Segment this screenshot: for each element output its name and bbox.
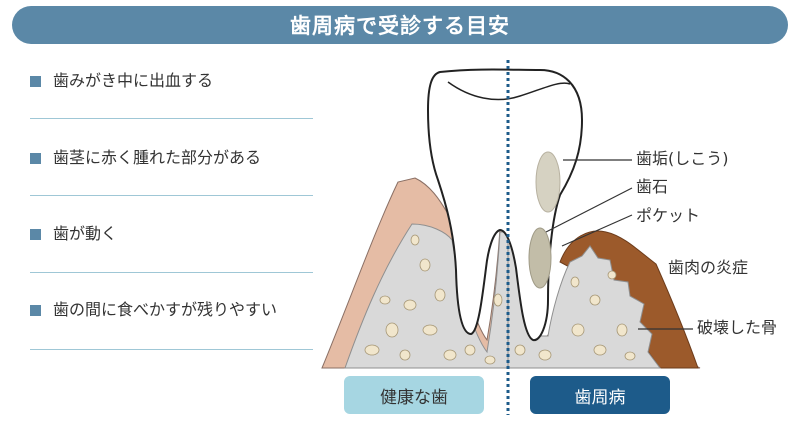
label-pocket: ポケット — [636, 206, 701, 225]
title-banner: 歯周病で受診する目安 — [12, 6, 788, 44]
label-gum-inflammation: 歯肉の炎症 — [668, 258, 749, 277]
periodontal-disease-text: 歯周病 — [574, 387, 626, 408]
symptom-item: 歯茎に赤く腫れた部分がある — [30, 148, 261, 168]
label-tartar: 歯石 — [636, 177, 669, 196]
symptom-item: 歯みがき中に出血する — [30, 71, 213, 91]
symptom-divider — [30, 349, 313, 350]
plaque-deposit — [535, 151, 561, 213]
periodontal-disease-label: 歯周病 — [530, 376, 670, 414]
leader-lines — [545, 159, 693, 330]
tartar-deposit — [528, 227, 552, 289]
label-plaque: 歯垢(しこう) — [636, 149, 729, 168]
bullet-square-icon — [30, 75, 41, 87]
symptom-divider — [30, 272, 313, 273]
symptom-text: 歯茎に赤く腫れた部分がある — [53, 148, 262, 167]
symptom-divider — [30, 118, 313, 119]
healthy-tooth-label: 健康な歯 — [344, 376, 484, 414]
bone-texture — [364, 234, 636, 365]
bullet-square-icon — [30, 228, 41, 240]
symptom-item: 歯の間に食べかすが残りやすい — [30, 300, 277, 320]
bullet-square-icon — [30, 152, 41, 164]
tooth-crown-line — [447, 81, 571, 101]
label-destroyed-bone: 破壊した骨 — [697, 318, 778, 337]
healthy-tooth-text: 健康な歯 — [380, 387, 448, 408]
symptom-text: 歯みがき中に出血する — [53, 71, 214, 90]
symptom-text: 歯の間に食べかすが残りやすい — [53, 300, 278, 319]
symptom-divider — [30, 195, 313, 196]
page-title: 歯周病で受診する目安 — [290, 14, 510, 38]
bullet-square-icon — [30, 304, 41, 316]
symptom-text: 歯が動く — [53, 224, 118, 243]
symptom-item: 歯が動く — [30, 224, 117, 244]
